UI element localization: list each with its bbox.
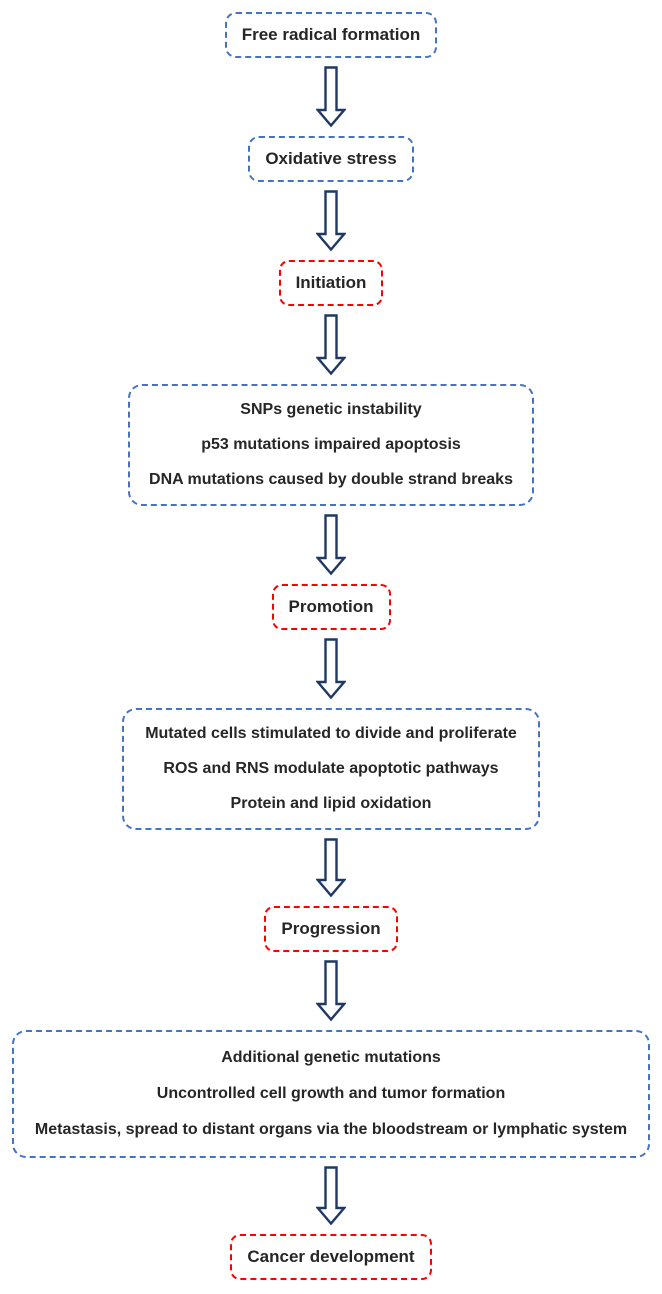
- down-arrow-icon: [316, 514, 346, 576]
- box-cancer-development: Cancer development: [230, 1234, 432, 1280]
- box-progression-details: Additional genetic mutations Uncontrolle…: [12, 1030, 650, 1158]
- box-text: Protein and lipid oxidation: [230, 795, 432, 812]
- box-initiation: Initiation: [278, 260, 384, 306]
- box-text: Promotion: [288, 597, 374, 616]
- down-arrow-icon: [316, 1166, 346, 1226]
- box-text: Initiation: [295, 273, 367, 292]
- box-free-radical-formation: Free radical formation: [224, 12, 438, 58]
- box-text: SNPs genetic instability: [240, 401, 422, 418]
- box-initiation-details: SNPs genetic instability p53 mutations i…: [128, 384, 534, 506]
- down-arrow-icon: [316, 638, 346, 700]
- box-text: p53 mutations impaired apoptosis: [201, 436, 461, 453]
- box-text: Free radical formation: [241, 25, 421, 44]
- box-progression: Progression: [264, 906, 398, 952]
- box-promotion: Promotion: [271, 584, 391, 630]
- box-text: Oxidative stress: [265, 149, 397, 168]
- box-text: Cancer development: [247, 1247, 415, 1266]
- box-oxidative-stress: Oxidative stress: [248, 136, 414, 182]
- down-arrow-icon: [316, 190, 346, 252]
- down-arrow-icon: [316, 66, 346, 128]
- box-promotion-details: Mutated cells stimulated to divide and p…: [122, 708, 540, 830]
- box-text: DNA mutations caused by double strand br…: [149, 471, 513, 488]
- box-text: Mutated cells stimulated to divide and p…: [145, 725, 517, 742]
- down-arrow-icon: [316, 314, 346, 376]
- box-text: ROS and RNS modulate apoptotic pathways: [163, 760, 499, 777]
- down-arrow-icon: [316, 960, 346, 1022]
- box-text: Metastasis, spread to distant organs via…: [34, 1121, 628, 1138]
- box-text: Additional genetic mutations: [221, 1049, 441, 1066]
- box-text: Progression: [281, 919, 381, 938]
- down-arrow-icon: [316, 838, 346, 898]
- box-text: Uncontrolled cell growth and tumor forma…: [156, 1085, 506, 1102]
